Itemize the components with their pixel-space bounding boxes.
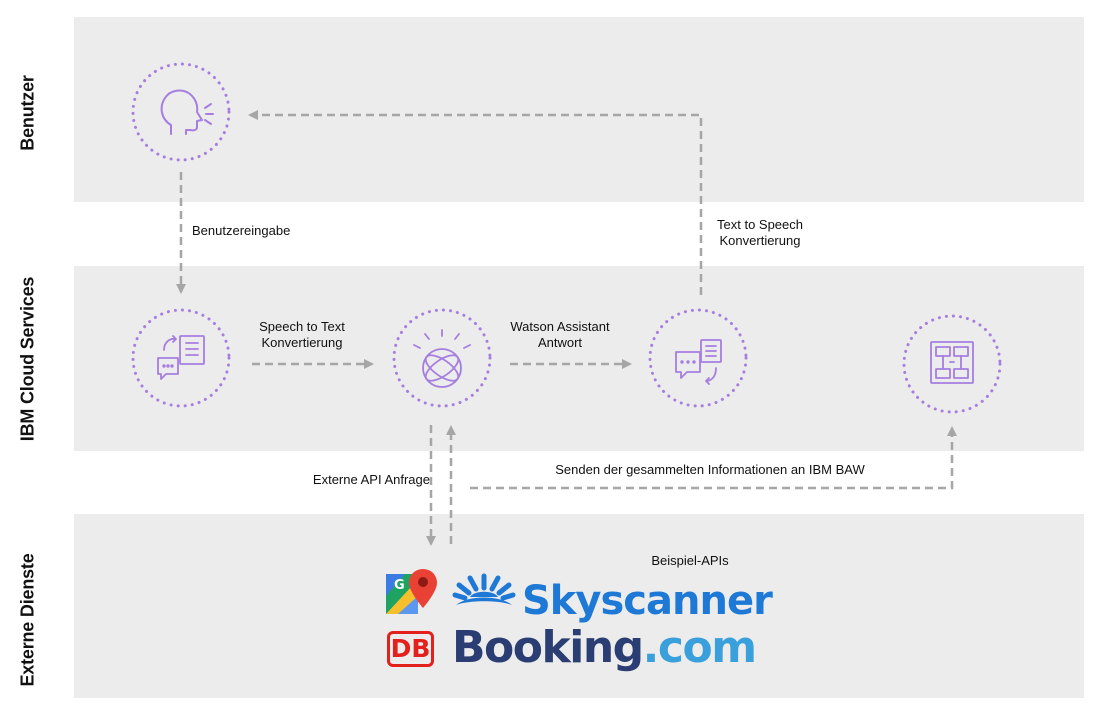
label-watson-assistant: Watson Assistant Antwort [510, 319, 610, 350]
lane-user [74, 17, 1084, 202]
speaking-person-icon [160, 89, 214, 135]
tts-node-circle [648, 308, 748, 408]
speech-to-text-icon [157, 335, 205, 380]
baw-node-circle [902, 314, 1002, 414]
lane-external [74, 514, 1084, 698]
lane-ibm-cloud [74, 266, 1084, 451]
google-maps-icon: G [386, 569, 437, 614]
stt-node-circle [131, 308, 231, 408]
booking-logo-domain: .com [642, 622, 757, 673]
label-text-to-speech: Text to Speech Konvertierung [717, 217, 803, 248]
skyscanner-logo: Skyscanner [522, 578, 773, 624]
booking-logo: Booking.com [452, 622, 757, 673]
arrow-tts-to-user [248, 110, 703, 295]
label-send-to-baw: Senden der gesammelten Informationen an … [555, 462, 865, 477]
ibm-baw-icon [930, 341, 974, 384]
label-external-api: Externe API Anfrage [312, 472, 430, 487]
db-logo: DB [387, 631, 434, 667]
label-user-input: Benutzereingabe [192, 223, 291, 238]
label-example-apis: Beispiel-APIs [651, 553, 729, 568]
arrow-send-to-baw [470, 426, 957, 490]
booking-logo-main: Booking [452, 622, 644, 673]
watson-assistant-icon [413, 329, 471, 388]
text-to-speech-icon [675, 339, 722, 385]
label-speech-to-text: Speech to Text Konvertierung [259, 319, 345, 350]
svg-text:G: G [394, 578, 405, 593]
user-node-circle [131, 62, 231, 162]
skyscanner-sun-icon [452, 573, 516, 605]
assistant-node-circle [392, 308, 492, 408]
